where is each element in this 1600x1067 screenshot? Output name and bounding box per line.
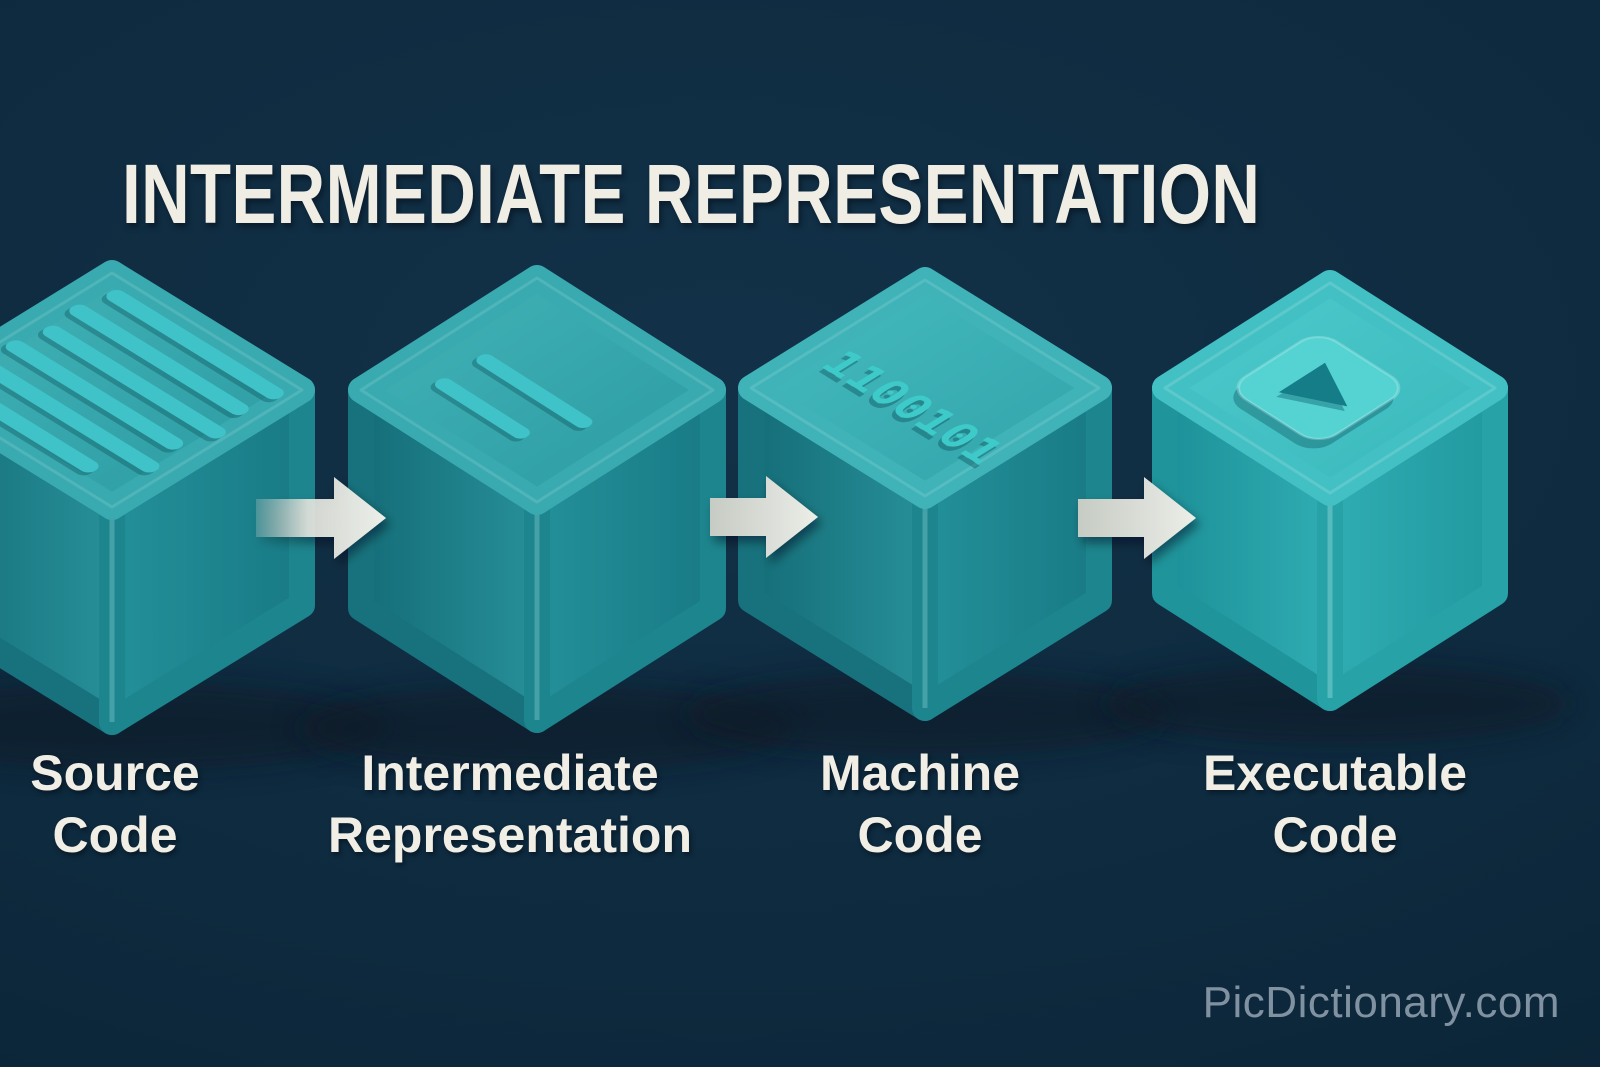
stage-label-line: Representation — [328, 807, 692, 863]
stage-label-line: Code — [857, 807, 983, 863]
stage-label-executable-code: Executable Code — [1105, 742, 1565, 866]
stage-label-line: Executable — [1202, 745, 1467, 801]
watermark: PicDictionary.com — [1202, 978, 1560, 1027]
ir-lines-icon — [430, 354, 593, 442]
stage-label-line: Code — [52, 807, 178, 863]
flow-arrow-3-icon — [1078, 477, 1196, 559]
flow-arrows — [256, 476, 1196, 559]
stage-label-line: Machine — [819, 745, 1021, 801]
flow-arrow-2-icon — [710, 476, 818, 558]
stage-label-line: Code — [1272, 807, 1398, 863]
executable-code-cube — [1152, 270, 1508, 711]
intermediate-representation-cube — [348, 265, 726, 733]
page-title: INTERMEDIATE REPRESENTATION — [122, 147, 1261, 242]
stage-label-line: Intermediate — [361, 745, 659, 801]
code-lines-icon — [0, 290, 284, 476]
machine-code-cube: 1100101 1100101 — [738, 267, 1112, 721]
stage-label-intermediate-representation: Intermediate Representation — [280, 742, 740, 866]
source-code-cube — [0, 260, 315, 735]
play-icon — [1233, 335, 1401, 449]
stage-label-machine-code: Machine Code — [690, 742, 1150, 866]
stage-label-source-code: Source Code — [0, 742, 345, 866]
flow-arrow-1-icon — [256, 477, 386, 559]
stage-label-line: Source — [30, 745, 200, 801]
